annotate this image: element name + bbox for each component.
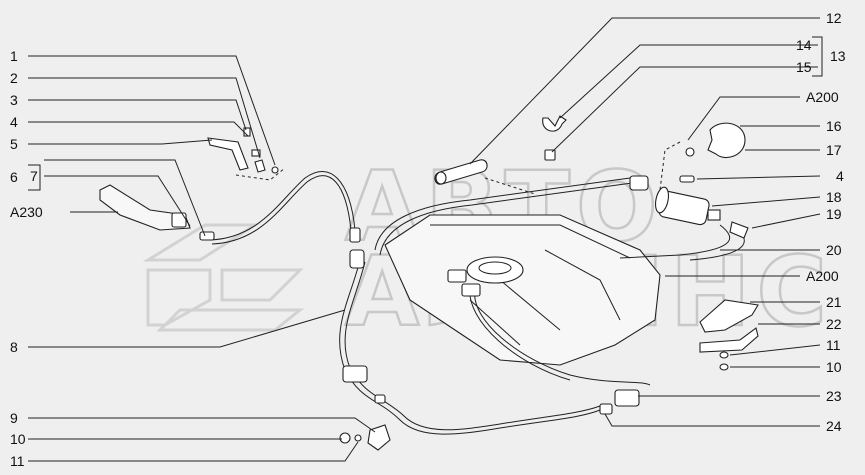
label-2: 2 [10, 70, 18, 86]
right-callout-lines [235, 17, 823, 427]
label-11-right: 11 [826, 337, 841, 353]
hose-clamp-assembly [207, 127, 279, 174]
fuel-pump-module [466, 256, 524, 284]
label-a200-bottom: A200 [806, 268, 839, 284]
right-labels: 12 14 13 15 A200 16 17 4 18 19 20 A200 2… [796, 10, 846, 434]
label-15: 15 [796, 59, 812, 75]
label-18: 18 [826, 189, 842, 205]
label-10-right: 10 [826, 359, 842, 375]
label-8: 8 [10, 339, 18, 355]
label-a200-top: A200 [806, 89, 839, 105]
label-6: 6 [10, 169, 18, 185]
protective-sleeve [434, 159, 488, 185]
engine-fuel-rail [99, 184, 215, 241]
label-17: 17 [826, 142, 842, 158]
fuel-tank [384, 214, 661, 366]
bottom-clip [339, 424, 391, 451]
filter-bracket [679, 122, 749, 239]
fuel-line-fittings [342, 227, 640, 415]
label-19: 19 [826, 206, 842, 222]
label-4: 4 [10, 114, 18, 130]
fuel-lines [209, 171, 745, 435]
label-a230: A230 [10, 204, 43, 220]
clip-parts [542, 115, 567, 161]
label-9: 9 [10, 410, 18, 426]
line-holder-clip [699, 299, 759, 371]
label-20: 20 [826, 242, 842, 258]
label-12: 12 [826, 10, 842, 26]
label-21: 21 [826, 294, 842, 310]
label-23: 23 [826, 388, 842, 404]
label-22: 22 [826, 316, 842, 332]
left-callout-lines [28, 55, 376, 462]
label-7: 7 [30, 168, 38, 184]
label-5: 5 [10, 136, 18, 152]
left-labels: 1 2 3 4 5 6 7 A230 8 9 10 11 [10, 48, 43, 469]
label-1: 1 [10, 48, 18, 64]
fuel-filter [629, 175, 721, 226]
label-10-left: 10 [10, 431, 26, 447]
label-4-right: 4 [836, 168, 844, 184]
label-24: 24 [826, 418, 842, 434]
label-14: 14 [796, 37, 812, 53]
label-16: 16 [826, 118, 842, 134]
label-13: 13 [830, 48, 846, 64]
label-3: 3 [10, 92, 18, 108]
label-11-left: 11 [10, 453, 25, 469]
